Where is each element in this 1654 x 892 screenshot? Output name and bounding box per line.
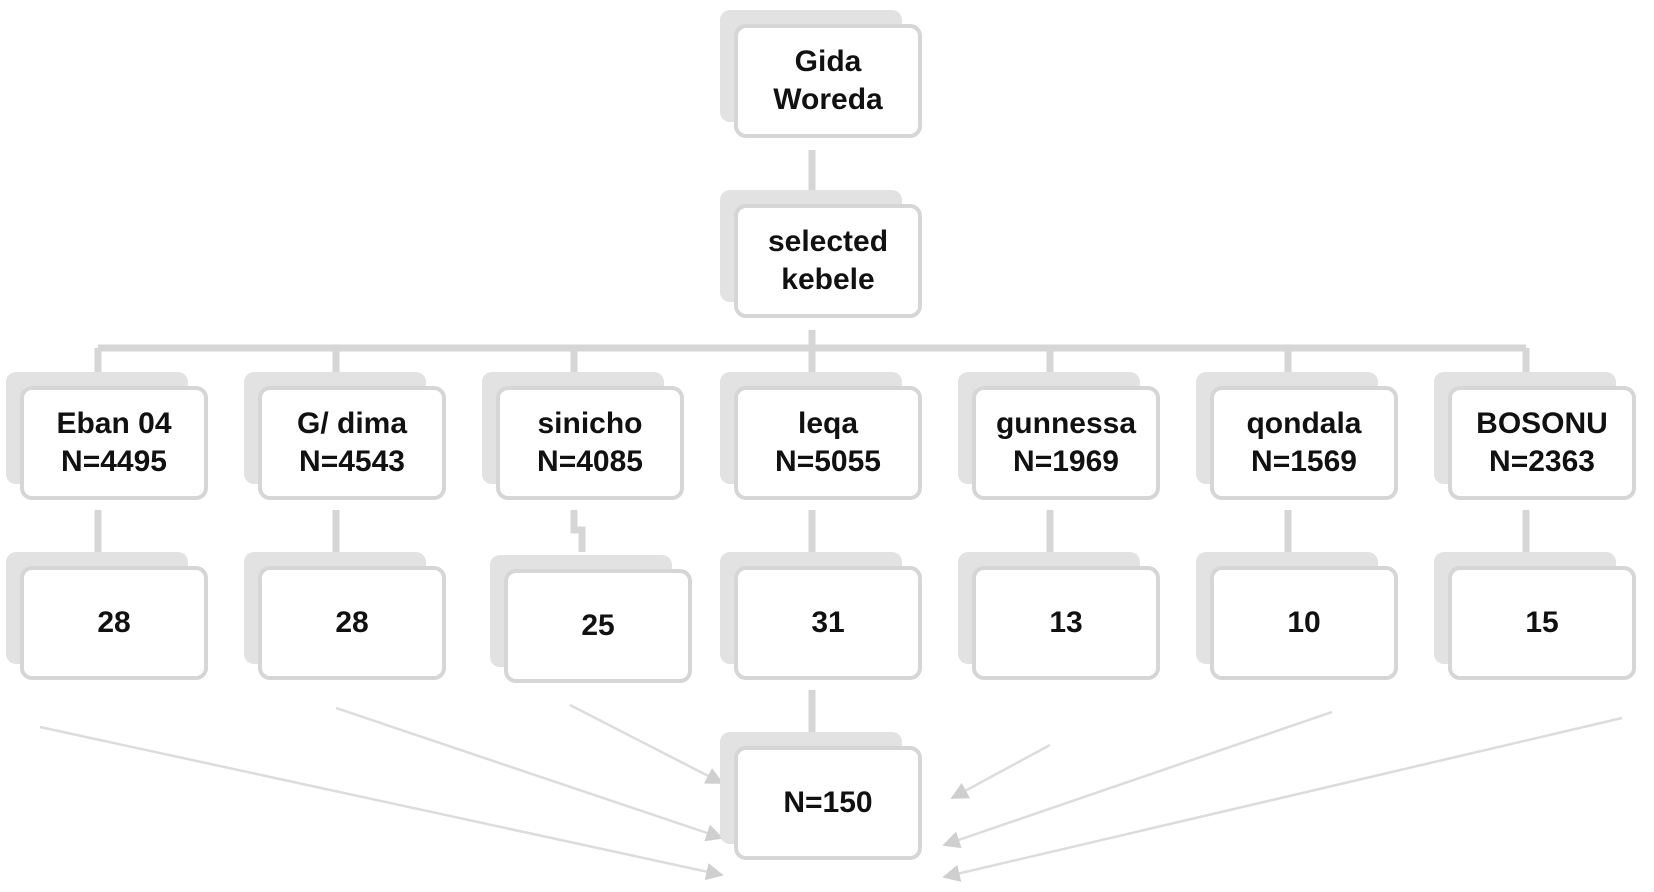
sample-node-eban-04: 28 (6, 552, 208, 680)
kebele-node-box: gunnessa N=1969 (972, 386, 1160, 500)
kebele-node-box: leqa N=5055 (734, 386, 922, 500)
arrow-2 (335, 706, 724, 842)
sample-node-box: 25 (504, 569, 692, 683)
sample-node-qondala: 10 (1196, 552, 1398, 680)
total-sample-node: N=150 (720, 732, 922, 860)
sample-size: 31 (811, 606, 845, 639)
selected-kebele-label-line1: selected (767, 225, 889, 258)
arrow-6 (942, 710, 1333, 849)
sample-node-g-dima: 28 (244, 552, 446, 680)
kebele-name: BOSONU (1476, 407, 1608, 440)
sample-node-leqa: 31 (720, 552, 922, 680)
kebele-node-box: qondala N=1569 (1210, 386, 1398, 500)
sample-node-box: 10 (1210, 566, 1398, 680)
arrow-5 (950, 743, 1051, 800)
total-sample-node-box: N=150 (734, 746, 922, 860)
kebele-node-gunnessa: gunnessa N=1969 (958, 372, 1160, 500)
sample-node-box: 28 (258, 566, 446, 680)
root-node-label-line2: Woreda (773, 83, 883, 116)
kebele-name: gunnessa (995, 407, 1137, 440)
kebele-node-qondala: qondala N=1569 (1196, 372, 1398, 500)
sample-size: 25 (581, 609, 615, 642)
kebele-name: leqa (797, 407, 859, 440)
sample-size: 10 (1287, 606, 1321, 639)
kebele-node-box: BOSONU N=2363 (1448, 386, 1636, 500)
kebele-node-box: sinicho N=4085 (496, 386, 684, 500)
kebele-population: N=1569 (1251, 445, 1357, 478)
kebele-population: N=5055 (775, 445, 881, 478)
selected-kebele-node-box: selected kebele (734, 204, 922, 318)
selected-kebele-node: selected kebele (720, 190, 922, 318)
sample-node-box: 31 (734, 566, 922, 680)
kebele-node-g-dima: G/ dima N=4543 (244, 372, 446, 500)
selected-kebele-label-line2: kebele (781, 263, 875, 296)
kebele-node-box: Eban 04 N=4495 (20, 386, 208, 500)
kebele-population: N=4085 (537, 445, 643, 478)
sample-node-box: 28 (20, 566, 208, 680)
kebele-population: N=4543 (299, 445, 405, 478)
arrow-7 (942, 716, 1623, 882)
kebele-name: sinicho (537, 407, 643, 440)
sample-node-box: 15 (1448, 566, 1636, 680)
kebele-population: N=4495 (61, 445, 167, 478)
root-node-label-line1: Gida (794, 45, 862, 78)
sample-node-box: 13 (972, 566, 1160, 680)
kebele-node-leqa: leqa N=5055 (720, 372, 922, 500)
connector-sample-3 (570, 510, 586, 552)
kebele-name: qondala (1246, 407, 1362, 440)
kebele-node-bosonu: BOSONU N=2363 (1434, 372, 1636, 500)
sample-size: 15 (1525, 606, 1559, 639)
sample-node-bosonu: 15 (1434, 552, 1636, 680)
sample-size: 13 (1049, 606, 1083, 639)
sample-size: 28 (335, 606, 369, 639)
total-sample-size: N=150 (783, 786, 873, 819)
kebele-node-box: G/ dima N=4543 (258, 386, 446, 500)
root-node: Gida Woreda (720, 10, 922, 138)
kebele-name: Eban 04 (56, 407, 172, 440)
sample-size: 28 (97, 606, 131, 639)
arrow-3 (569, 703, 724, 785)
kebele-population: N=1969 (1013, 445, 1119, 478)
sample-node-sinicho: 25 (490, 555, 692, 683)
sample-node-gunnessa: 13 (958, 552, 1160, 680)
kebele-node-eban-04: Eban 04 N=4495 (6, 372, 208, 500)
kebele-node-sinicho: sinicho N=4085 (482, 372, 684, 500)
arrow-1 (39, 725, 724, 881)
kebele-name: G/ dima (296, 407, 408, 440)
root-node-box: Gida Woreda (734, 24, 922, 138)
kebele-population: N=2363 (1489, 445, 1595, 478)
